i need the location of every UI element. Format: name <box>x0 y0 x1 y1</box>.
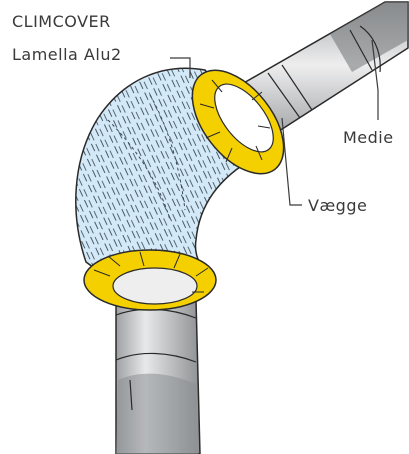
medium-label: Medie <box>343 128 394 147</box>
lower-insulation-ring <box>84 250 216 310</box>
wall-label: Vægge <box>308 196 367 215</box>
product-variant-label: Lamella Alu2 <box>12 45 122 64</box>
product-name-label: CLIMCOVER <box>12 12 111 31</box>
lower-pipe <box>116 290 200 454</box>
wall-leader <box>282 118 302 205</box>
